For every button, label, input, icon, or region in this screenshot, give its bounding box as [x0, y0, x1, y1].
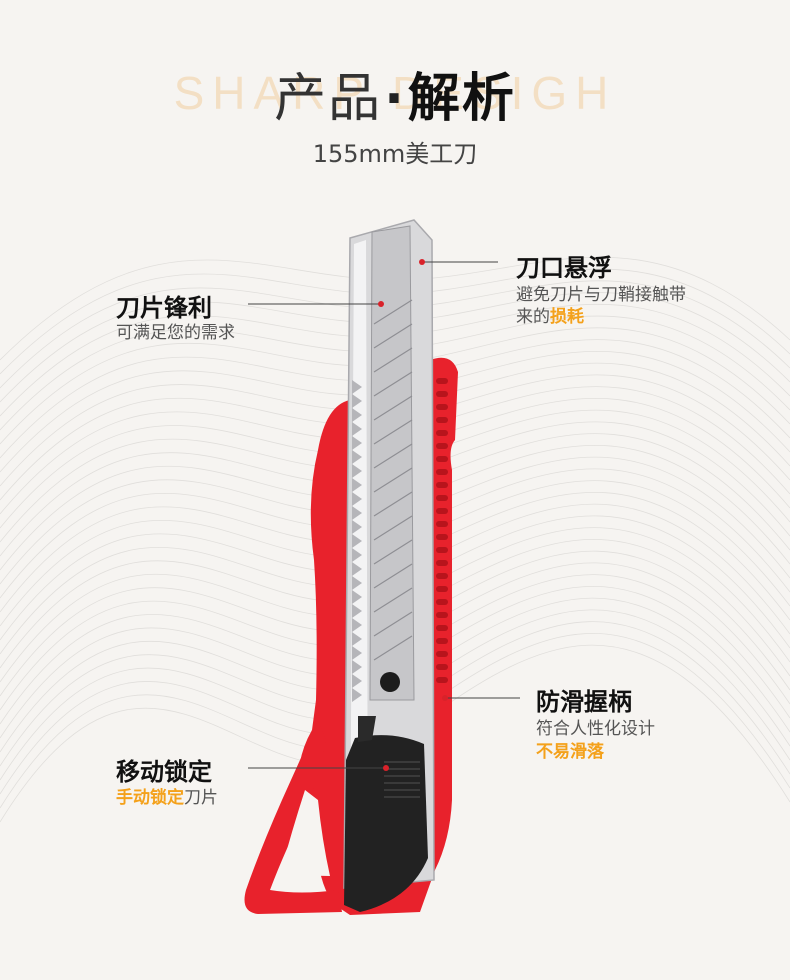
title-light-part: 产品	[274, 69, 383, 129]
lock-slider	[344, 735, 428, 912]
callout-blade-sharp-title: 刀片锋利	[116, 294, 212, 322]
slider-ridges	[384, 761, 420, 798]
callout-blade-float-title: 刀口悬浮	[516, 254, 612, 282]
screw	[380, 672, 400, 692]
callout-anti-slip-desc-2: 不易滑落	[536, 742, 604, 762]
callout-lock-desc: 手动锁定刀片	[116, 787, 218, 809]
blade-float-desc-highlight: 损耗	[550, 307, 584, 327]
callout-blade-sharp-desc: 可满足您的需求	[116, 323, 235, 343]
blade	[369, 225, 415, 701]
callout-blade-float-desc-2: 来的损耗	[516, 306, 584, 328]
title-bold-part: 解析	[407, 69, 516, 129]
callout-anti-slip-title: 防滑握柄	[536, 688, 632, 716]
callout-anti-slip-desc-1: 符合人性化设计	[536, 719, 655, 739]
callout-blade-float-desc-1: 避免刀片与刀鞘接触带	[516, 285, 686, 305]
title-dot: ·	[384, 69, 406, 129]
slider-front	[358, 716, 376, 742]
page-title: 产品·解析	[0, 56, 790, 131]
blade-segments	[373, 299, 413, 661]
handle-loop-inner	[280, 790, 330, 876]
header-watermark: SHARP DESIGH	[173, 67, 617, 119]
blade-holder-teeth	[352, 380, 362, 702]
grip-ridges	[436, 378, 448, 683]
lock-desc-plain: 刀片	[184, 788, 218, 808]
callout-lock-title: 移动锁定	[116, 758, 212, 786]
page-subtitle: 155mm美工刀	[312, 140, 478, 168]
lock-desc-highlight: 手动锁定	[116, 788, 184, 808]
blade-float-desc-plain: 来的	[516, 307, 550, 327]
